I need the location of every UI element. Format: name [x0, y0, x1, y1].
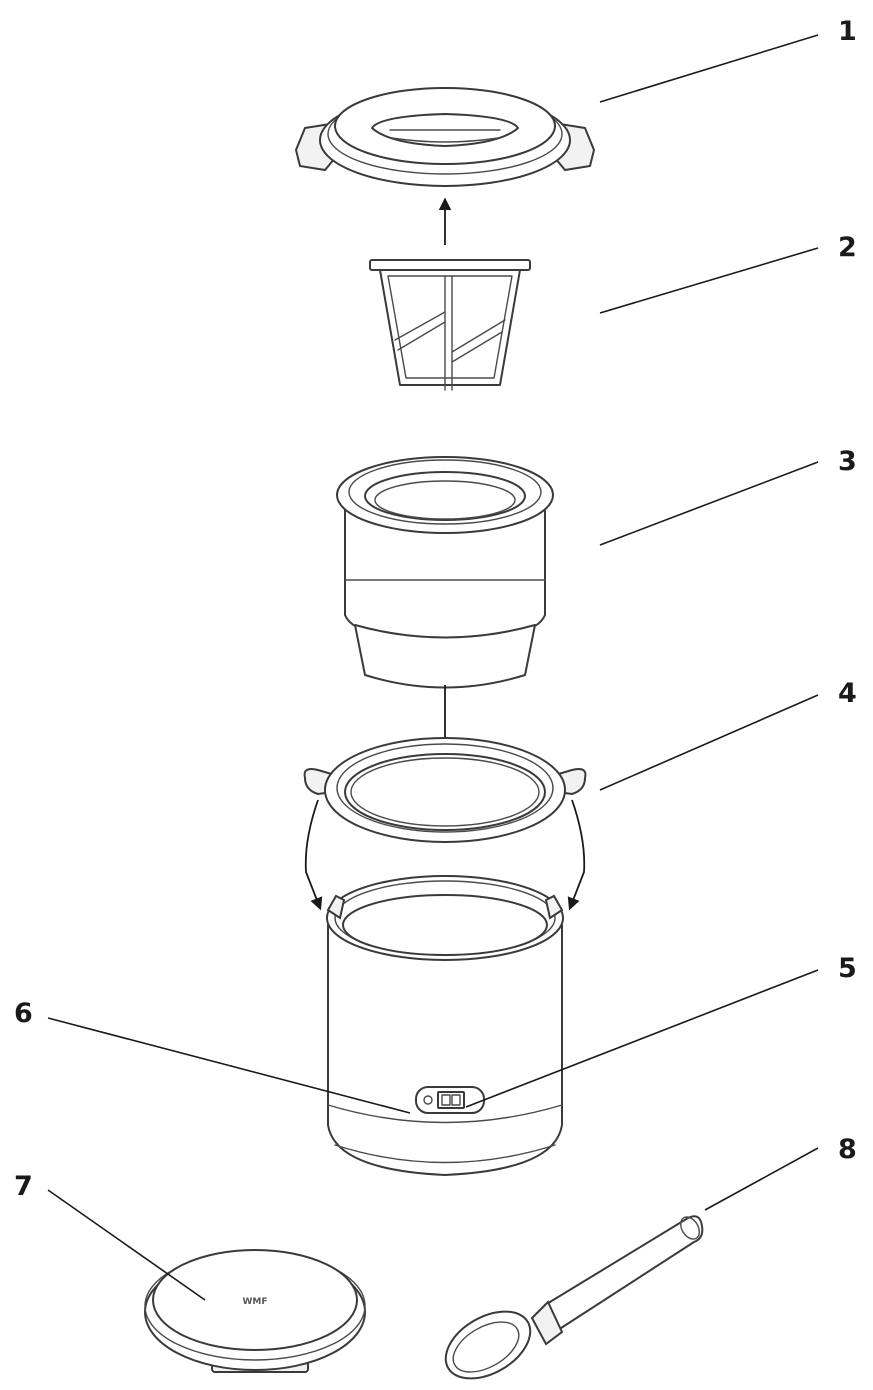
- callout-3: 3: [838, 446, 857, 477]
- arrow-right-clip: [567, 799, 586, 911]
- callout-2: 2: [838, 232, 857, 263]
- leader-6: [47, 1017, 411, 1114]
- lid-icon: [294, 87, 596, 187]
- callout-8: 8: [838, 1134, 857, 1165]
- callout-5: 5: [838, 953, 857, 984]
- inner-bowl-icon: [336, 456, 554, 689]
- display-icon: [415, 1086, 485, 1114]
- leader-8: [704, 1147, 819, 1211]
- ring-icon: [303, 737, 587, 843]
- leader-5: [465, 969, 819, 1108]
- cover-logo: WMF: [242, 1297, 267, 1307]
- leader-2: [599, 247, 819, 314]
- leader-1: [599, 34, 819, 103]
- callout-4: 4: [838, 678, 857, 709]
- scoop-icon: [444, 1215, 704, 1380]
- paddle-icon: [369, 259, 531, 391]
- base-unit-icon: [326, 875, 564, 1176]
- cover-disc-icon: WMF: [144, 1249, 366, 1373]
- callout-7: 7: [14, 1171, 33, 1202]
- leader-3: [599, 461, 819, 546]
- callout-6: 6: [14, 998, 33, 1029]
- arrow-left-clip: [304, 799, 323, 911]
- leader-4: [599, 694, 819, 791]
- leader-7: [47, 1189, 206, 1301]
- callout-1: 1: [838, 16, 857, 47]
